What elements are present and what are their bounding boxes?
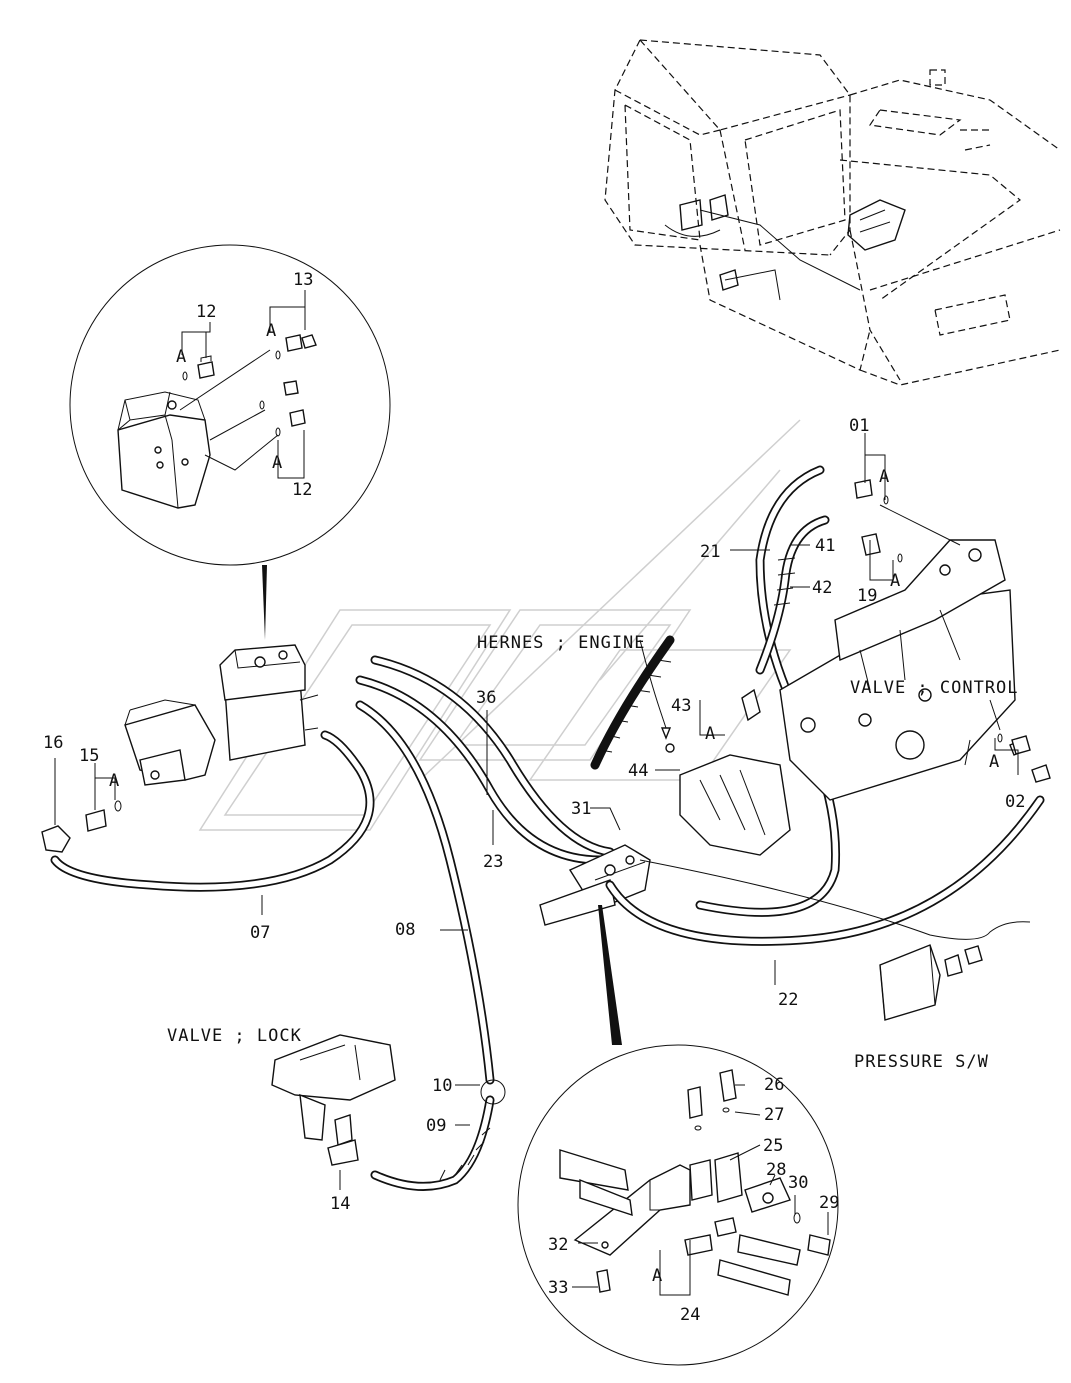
callout-23: 23: [483, 852, 503, 872]
callout-numbers: 01 02 07 08 09 10 12 12 13 14 15 16 19 2…: [43, 270, 1025, 1325]
pressure-switch: [879, 944, 983, 1021]
marker-a: A: [652, 1266, 663, 1286]
marker-a: A: [109, 771, 120, 791]
callout-12-upper: 12: [196, 302, 216, 322]
label-pressure-switch: PRESSURE S/W: [854, 1052, 989, 1072]
detail-circle-bottom: [517, 1044, 839, 1366]
callout-32: 32: [548, 1235, 568, 1255]
fitting-02: [997, 733, 1051, 783]
callout-09: 09: [426, 1116, 446, 1136]
callout-02: 02: [1005, 792, 1025, 812]
detail-circle-top: [69, 244, 391, 640]
callout-28: 28: [766, 1160, 786, 1180]
fitting-middle: [283, 380, 299, 396]
marker-a: A: [705, 724, 716, 744]
callout-42: 42: [812, 578, 832, 598]
block-31: [539, 844, 651, 1045]
fitting-19: [861, 533, 903, 563]
callout-01: 01: [849, 416, 869, 436]
callout-24: 24: [680, 1305, 700, 1325]
callout-44: 44: [628, 761, 648, 781]
letter-a-markers: A A A A A A A A A: [109, 321, 1000, 1286]
hose-08: [355, 700, 495, 1085]
hose-36: [370, 655, 615, 857]
component-labels: HERNES ; ENGINE VALVE ; CONTROL VALVE ; …: [167, 633, 1019, 1072]
callout-29: 29: [819, 1193, 839, 1213]
label-hernes-engine: HERNES ; ENGINE: [477, 633, 646, 653]
callout-14: 14: [330, 1194, 350, 1214]
callout-25: 25: [763, 1136, 783, 1156]
callout-16: 16: [43, 733, 63, 753]
marker-a: A: [176, 347, 187, 367]
callout-30: 30: [788, 1173, 808, 1193]
callout-31: 31: [571, 799, 591, 819]
hose-23: [355, 675, 605, 865]
marker-a: A: [879, 467, 890, 487]
marker-a: A: [989, 752, 1000, 772]
callout-43: 43: [671, 696, 691, 716]
fitting-01: [854, 479, 961, 546]
hose-07: [50, 730, 375, 915]
hose-09: [370, 1079, 506, 1191]
fitting-12-upper: [197, 355, 215, 379]
callout-12-lower: 12: [292, 480, 312, 500]
callout-10: 10: [432, 1076, 452, 1096]
callout-19: 19: [857, 586, 877, 606]
excavator-overview: [604, 39, 1061, 386]
callout-33: 33: [548, 1278, 568, 1298]
label-valve-control: VALVE ; CONTROL: [850, 678, 1019, 698]
marker-a: A: [890, 571, 901, 591]
callout-07: 07: [250, 923, 270, 943]
callout-26: 26: [764, 1075, 784, 1095]
pump-block: [41, 699, 216, 853]
callout-41: 41: [815, 536, 835, 556]
hose-42: [741, 515, 830, 722]
marker-a: A: [272, 453, 283, 473]
callout-15: 15: [79, 746, 99, 766]
fitting-13: [285, 334, 317, 352]
callout-13: 13: [293, 270, 313, 290]
callout-22: 22: [778, 990, 798, 1010]
marker-a: A: [266, 321, 277, 341]
leader-lines: [339, 433, 1019, 1288]
engine-harness: [590, 635, 675, 770]
callout-36: 36: [476, 688, 496, 708]
lock-valve: [271, 1034, 396, 1166]
hose-22: [605, 795, 1045, 946]
callout-21: 21: [700, 542, 720, 562]
fitting-12-lower: [289, 409, 306, 427]
callout-27: 27: [764, 1105, 784, 1125]
label-valve-lock: VALVE ; LOCK: [167, 1026, 302, 1046]
callout-08: 08: [395, 920, 415, 940]
pilot-valve: [665, 743, 791, 856]
filter-assembly: [219, 644, 319, 761]
control-valve: [779, 539, 1027, 801]
